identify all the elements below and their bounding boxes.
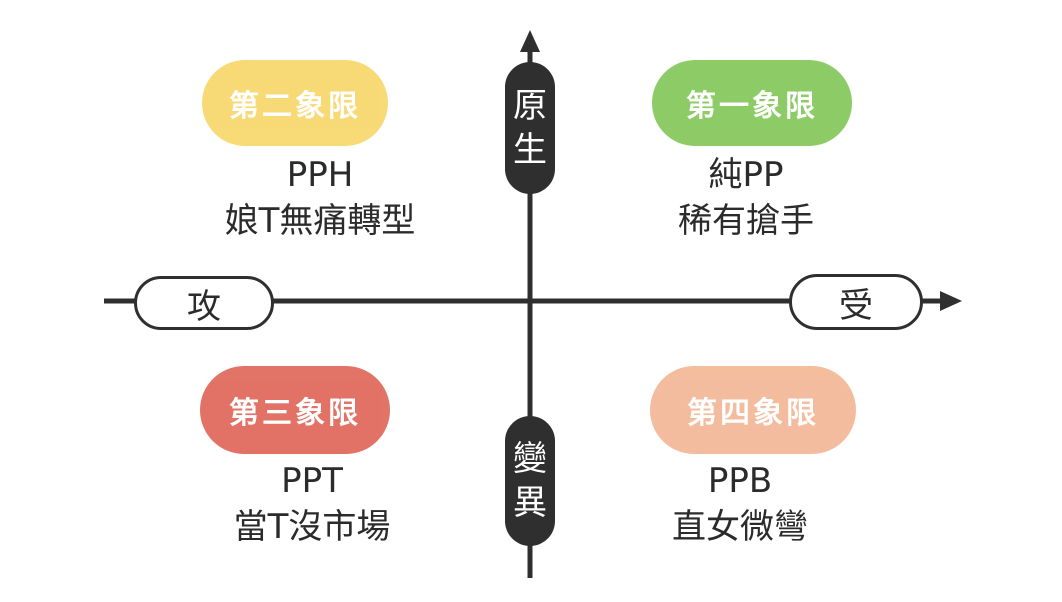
axis-top-char-2: 生 xyxy=(513,130,547,170)
right-arrow-icon xyxy=(940,291,962,311)
quadrant-1-label: 第一象限 xyxy=(686,89,818,124)
quadrant-1-text: 純PP 稀有搶手 xyxy=(596,152,896,244)
quadrant-4-text: PPB 直女微彎 xyxy=(590,458,890,550)
axis-bottom-char-1: 變 xyxy=(513,439,547,479)
quadrant-3-badge: 第三象限 xyxy=(200,366,390,454)
quadrant-4-badge: 第四象限 xyxy=(650,366,856,454)
quadrant-3-text: PPT 當T沒市場 xyxy=(162,458,462,550)
quadrant-4-line1: PPB xyxy=(707,461,773,501)
up-arrow-icon xyxy=(520,30,540,52)
quadrant-2-text: PPH 娘T無痛轉型 xyxy=(170,152,470,244)
quadrant-1-line1: 純PP xyxy=(708,155,784,195)
axis-top-char-1: 原 xyxy=(513,86,547,126)
quadrant-3-line1: PPT xyxy=(281,461,343,501)
quadrant-2-label: 第二象限 xyxy=(229,89,361,124)
quadrant-4-label: 第四象限 xyxy=(687,396,819,431)
quadrant-2-badge: 第二象限 xyxy=(202,60,388,146)
axis-right-label: 受 xyxy=(839,285,873,326)
quadrant-3-label: 第三象限 xyxy=(229,396,361,431)
axis-top-pill: 原 生 xyxy=(505,62,555,194)
axis-left-pill: 攻 xyxy=(134,276,274,330)
axis-right-pill: 受 xyxy=(789,274,923,330)
quadrant-1-line2: 稀有搶手 xyxy=(678,201,814,241)
quadrant-3-line2: 當T沒市場 xyxy=(233,507,391,547)
quadrant-2-line1: PPH xyxy=(286,155,354,195)
quadrant-2-line2: 娘T無痛轉型 xyxy=(224,201,416,241)
axis-bottom-char-2: 異 xyxy=(513,483,547,523)
quadrant-4-line2: 直女微彎 xyxy=(672,507,808,547)
axis-bottom-pill: 變 異 xyxy=(505,416,555,546)
axis-left-label: 攻 xyxy=(187,286,221,327)
quadrant-1-badge: 第一象限 xyxy=(652,60,852,146)
